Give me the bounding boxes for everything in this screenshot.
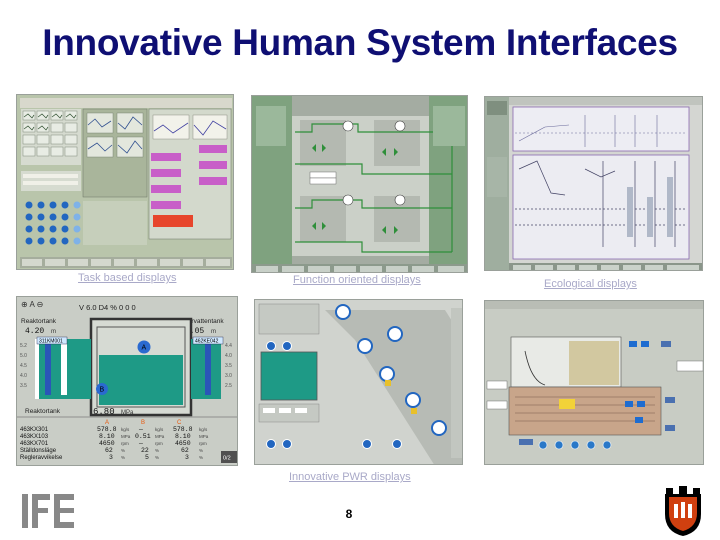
- table-unit: kg/s: [121, 427, 130, 432]
- table-row-label: 463KX701: [20, 441, 49, 447]
- table-cell-a: 62: [105, 447, 113, 454]
- pwr-toolbar-icons: ⊕ A ⊖: [21, 300, 43, 309]
- table-cell-b: 22: [141, 447, 149, 454]
- level-scale-left: 5.2 5.0 4.5 4.0 3.5: [20, 343, 27, 389]
- table-unit: MPa: [199, 434, 209, 439]
- table-unit: %: [155, 455, 159, 460]
- reactor-tank-pressure: 6.80: [93, 407, 115, 417]
- svg-text:4.5: 4.5: [20, 363, 27, 369]
- table-row-label: 463KX103: [20, 434, 49, 440]
- feedwater-tank-level: 3.05: [185, 327, 204, 336]
- table-cell-a: 4650: [99, 440, 115, 447]
- feedwater-tank-label: Matarvattentank: [177, 318, 224, 325]
- svg-text:4.0: 4.0: [225, 353, 232, 359]
- column-c-header: C: [177, 420, 182, 426]
- marker-b-label: B: [100, 387, 105, 394]
- ecological-display-screenshot: [484, 96, 703, 271]
- table-unit: kg/s: [199, 427, 208, 432]
- halden-seal: [662, 484, 704, 540]
- caption-function-oriented[interactable]: Function oriented displays: [293, 274, 421, 286]
- table-cell-b: 0.51: [135, 433, 151, 440]
- table-cell-c: 3: [185, 454, 189, 461]
- table-unit: %: [155, 448, 159, 453]
- ecological-process-screenshot: [484, 300, 704, 465]
- table-cell-a: 3: [109, 454, 113, 461]
- caption-task-based[interactable]: Task based displays: [78, 272, 177, 284]
- page-number: 8: [345, 507, 353, 521]
- reactor-tank-label: Reaktortank: [21, 318, 57, 325]
- table-cell-a: 8.10: [99, 433, 115, 440]
- table-unit: rpm: [199, 441, 207, 446]
- table-cell-b: —: [138, 440, 143, 447]
- pwr-top-values: V 6.0 D4 % 0 0 0: [79, 303, 136, 312]
- page-title: Innovative Human System Interfaces: [42, 22, 678, 63]
- column-b-header: B: [141, 420, 145, 426]
- level-scale-right: 4.4 4.0 3.5 3.0 2.5: [225, 343, 232, 389]
- pwr-data-table: 463KX301 463KX103 463KX701 Ställdonsläge…: [20, 427, 63, 461]
- table-cell-a: 578.8: [97, 426, 117, 433]
- table-cell-c: 62: [181, 447, 189, 454]
- tag-462ke042-label: 462KE042: [195, 339, 219, 345]
- table-cell-c: 4650: [175, 440, 191, 447]
- svg-text:2.5: 2.5: [225, 383, 232, 389]
- table-cell-b: 5: [145, 454, 149, 461]
- table-cell-c: 578.8: [173, 426, 193, 433]
- tag-311km001-label: 311KM001: [39, 339, 63, 345]
- tag-462ke042[interactable]: [192, 336, 224, 345]
- column-a-header: A: [105, 420, 109, 426]
- caption-ecological[interactable]: Ecological displays: [544, 278, 637, 290]
- svg-text:4.0: 4.0: [20, 373, 27, 379]
- table-unit: %: [199, 455, 203, 460]
- reactor-tank-unit: m: [51, 329, 56, 335]
- table-row-label: Regleravvikelse: [20, 455, 63, 461]
- table-unit: %: [199, 448, 203, 453]
- svg-text:4.4: 4.4: [225, 343, 232, 349]
- marker-b[interactable]: [96, 383, 108, 395]
- table-unit: kg/s: [155, 427, 164, 432]
- table-unit: rpm: [155, 441, 163, 446]
- caption-innovative-pwr[interactable]: Innovative PWR displays: [289, 471, 411, 483]
- reactor-water-level: [99, 355, 183, 405]
- table-unit: %: [121, 455, 125, 460]
- feedwater-tank-unit: m: [211, 329, 216, 335]
- pwr-schematic-screenshot: [254, 299, 463, 465]
- reactor-tank-pressure-label: Reaktortank: [25, 408, 61, 415]
- reactor-tank-level: 4.20: [25, 327, 44, 336]
- table-unit: %: [121, 448, 125, 453]
- table-cell-b: —: [138, 426, 143, 433]
- marker-a[interactable]: [137, 340, 151, 354]
- table-cell-c: 8.10: [175, 433, 191, 440]
- function-oriented-display-screenshot: [251, 95, 468, 273]
- corner-button-label: 0/2: [223, 456, 231, 462]
- ife-logo: [22, 490, 76, 537]
- task-based-display-screenshot: [16, 94, 234, 270]
- corner-button[interactable]: [221, 451, 237, 463]
- svg-text:3.5: 3.5: [225, 363, 232, 369]
- reactor-tank-pressure-unit: MPa: [121, 410, 134, 416]
- marker-a-label: A: [142, 345, 147, 352]
- svg-text:5.0: 5.0: [20, 353, 27, 359]
- table-row-label: 463KX301: [20, 427, 49, 433]
- svg-text:3.0: 3.0: [225, 373, 232, 379]
- svg-text:3.5: 3.5: [20, 383, 27, 389]
- tag-311km001[interactable]: [36, 336, 68, 345]
- pwr-display-screenshot: ⊕ A ⊖ V 6.0 D4 % 0 0 0 Reaktortank 4.20 …: [16, 296, 238, 466]
- svg-text:5.2: 5.2: [20, 343, 27, 349]
- table-unit: MPa: [121, 434, 131, 439]
- table-unit: rpm: [121, 441, 129, 446]
- table-unit: MPa: [155, 434, 165, 439]
- table-row-label: Ställdonsläge: [20, 448, 57, 454]
